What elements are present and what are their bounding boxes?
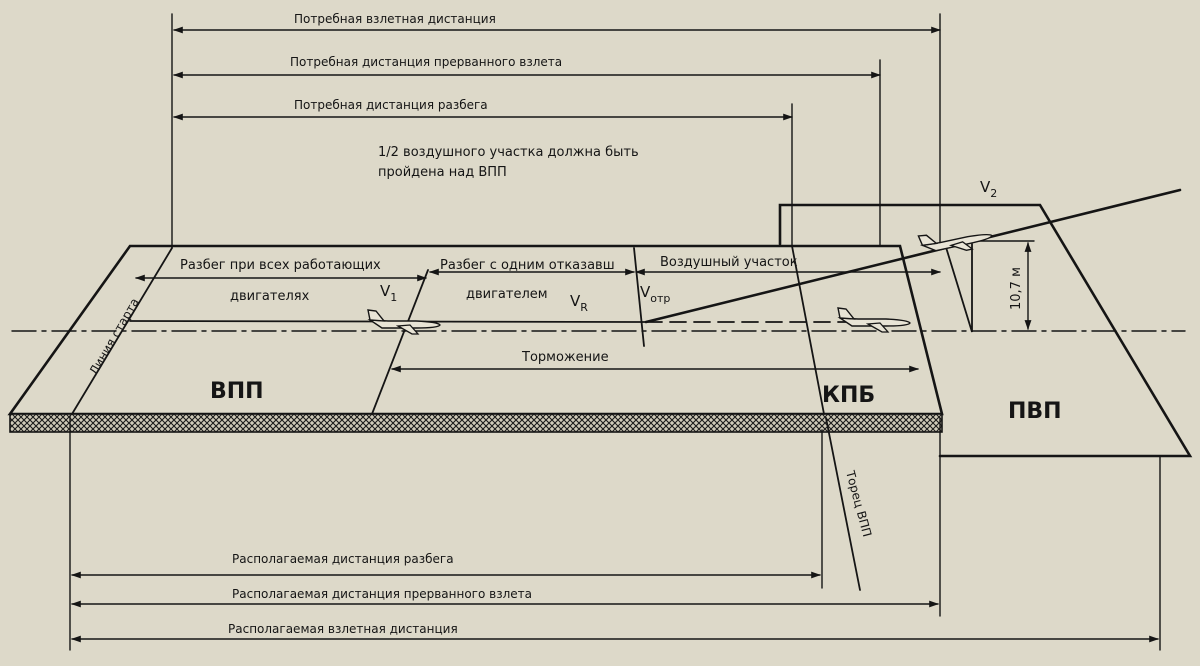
label-run-all-engines-2: двигателях	[230, 289, 310, 304]
v2-label: V2	[980, 178, 997, 200]
height-label: 10,7 м	[1009, 267, 1024, 310]
aircraft-at-v1-icon	[367, 309, 441, 335]
clearway-label: ПВП	[1008, 399, 1062, 424]
label-half-air-segment-2: пройдена над ВПП	[378, 165, 507, 180]
runway-label: ВПП	[210, 379, 264, 404]
label-air-segment: Воздушный участок	[660, 255, 798, 270]
climb-path	[644, 188, 1182, 324]
v1-line	[371, 269, 429, 415]
label-run-all-engines-1: Разбег при всех работающих	[180, 258, 381, 273]
label-required-takeoff-distance: Потребная взлетная дистанция	[294, 12, 496, 26]
aircraft-braking-icon	[837, 307, 911, 333]
clearway-area: ПВП	[778, 203, 1193, 458]
label-available-takeoff-distance: Располагаемая взлетная дистанция	[228, 622, 458, 636]
available-distances: Располагаемая дистанция разбега Располаг…	[69, 415, 1161, 651]
required-distances: Потребная взлетная дистанция Потребная д…	[171, 12, 941, 249]
stopway-label: КПБ	[822, 383, 875, 408]
label-braking: Торможение	[521, 350, 609, 365]
start-line-label: Линия старта	[86, 296, 141, 378]
votr-label: Vотр	[640, 283, 670, 305]
screen-height-marker: 10,7 м	[959, 240, 1035, 330]
label-available-rejected-takeoff-distance: Располагаемая дистанция прерванного взле…	[232, 587, 532, 601]
votr-line	[633, 247, 645, 347]
vr-label: VR	[570, 292, 588, 314]
label-run-one-failed-1: Разбег с одним отказавш	[440, 258, 615, 273]
label-available-takeoff-run: Располагаемая дистанция разбега	[232, 552, 454, 566]
aircraft-climbing-icon	[917, 233, 993, 252]
runway-end-marker: Торец ВПП	[825, 417, 874, 591]
speed-marks: V1 VR Vотр V2	[380, 178, 997, 314]
runway-end-line	[825, 417, 861, 591]
phase-dimensions: Разбег при всех работающих двигателях Ра…	[135, 255, 941, 373]
label-run-one-failed-2: двигателем	[466, 287, 548, 302]
v1-label: V1	[380, 282, 397, 304]
label-half-air-segment-1: 1/2 воздушного участка должна быть	[378, 145, 639, 160]
label-required-rejected-takeoff-distance: Потребная дистанция прерванного взлета	[290, 55, 562, 69]
clearway-outline	[778, 203, 1193, 458]
stopway-boundary-line	[791, 245, 825, 415]
label-required-takeoff-run: Потребная дистанция разбега	[294, 98, 488, 112]
clearway-inner-edge	[944, 243, 973, 333]
runway-hatched-edge	[9, 413, 943, 433]
